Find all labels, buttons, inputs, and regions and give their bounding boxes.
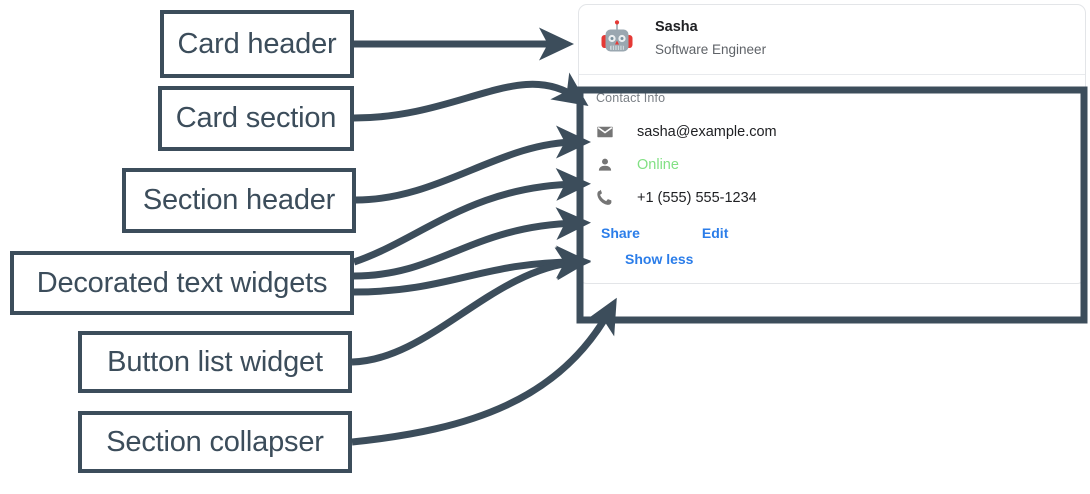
card-header-subtitle: Software Engineer xyxy=(655,42,767,57)
button-list-widget: Share Edit xyxy=(592,221,1069,245)
label-button-list-widget: Button list widget xyxy=(78,331,352,393)
phone-icon xyxy=(595,188,615,208)
section-collapser-label[interactable]: Show less xyxy=(625,251,694,267)
text-widget-value-phone: +1 (555) 555-1234 xyxy=(637,189,757,206)
label-decorated-text-widgets: Decorated text widgets xyxy=(10,251,354,315)
label-card-section: Card section xyxy=(158,86,354,151)
card-header: Sasha Software Engineer xyxy=(579,5,1085,74)
card-header-texts: Sasha Software Engineer xyxy=(655,18,766,59)
section-header: Contact Info xyxy=(596,91,666,105)
label-card-header: Card header xyxy=(160,10,354,78)
share-button[interactable]: Share xyxy=(601,225,640,241)
arrow-decorated-text-1 xyxy=(352,167,591,266)
label-card-section-text: Card section xyxy=(175,102,337,134)
label-decorated-text-widgets-text: Decorated text widgets xyxy=(36,266,328,299)
arrow-card-section xyxy=(353,72,589,122)
label-section-collapser: Section collapser xyxy=(78,411,352,473)
contact-card: Sasha Software Engineer Contact Info sas… xyxy=(578,4,1086,284)
decorated-text-widget-phone[interactable]: +1 (555) 555-1234 xyxy=(595,181,1069,214)
email-icon xyxy=(595,122,615,142)
arrow-decorated-text-3 xyxy=(353,245,591,296)
arrow-button-list-visible xyxy=(351,247,591,366)
arrow-section-header xyxy=(355,125,591,204)
text-widget-value-email: sasha@example.com xyxy=(637,123,777,140)
arrow-decorated-text-2 xyxy=(353,207,591,280)
label-card-header-text: Card header xyxy=(177,27,337,60)
label-section-collapser-text: Section collapser xyxy=(106,425,324,458)
arrow-button-list xyxy=(555,246,591,280)
edit-button[interactable]: Edit xyxy=(701,225,729,241)
decorated-text-widget-email[interactable]: sasha@example.com xyxy=(595,115,1069,148)
decorated-text-widget-status[interactable]: Online xyxy=(595,148,1069,181)
label-section-header: Section header xyxy=(122,168,356,233)
text-widget-value-status: Online xyxy=(637,156,679,173)
card-divider xyxy=(579,74,1085,75)
card-section: Contact Info sasha@example.com xyxy=(579,75,1085,283)
section-collapser[interactable]: Show less xyxy=(625,251,1069,269)
person-icon xyxy=(595,155,615,175)
robot-avatar-icon xyxy=(595,17,639,61)
arrow-section-collapser xyxy=(351,297,617,446)
card-header-title: Sasha xyxy=(655,19,698,36)
label-button-list-widget-text: Button list widget xyxy=(107,345,323,378)
label-section-header-text: Section header xyxy=(142,184,336,216)
